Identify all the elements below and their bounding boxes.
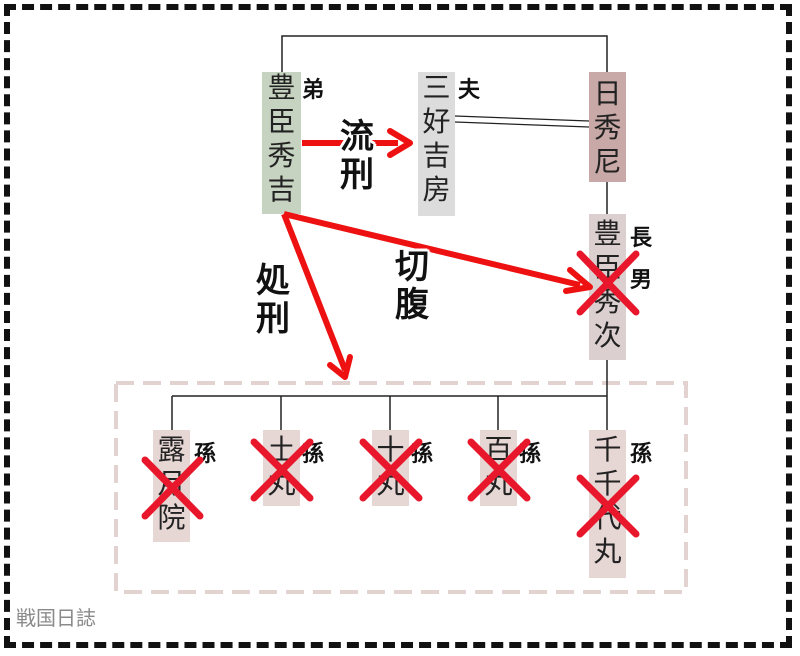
arrow-execution — [281, 212, 353, 380]
cross-mark-icon — [576, 474, 640, 538]
action-label-seppuku: 切 腹 — [395, 248, 429, 324]
cross-mark-icon — [141, 456, 204, 520]
name-char: 吉 — [267, 173, 296, 206]
footer-watermark: 戦国日誌 — [16, 606, 96, 630]
action-label-execution: 処 刑 — [256, 262, 290, 338]
name-char: 豊 — [593, 217, 622, 250]
name-char: 房 — [422, 173, 451, 206]
arrow-exile — [302, 128, 413, 158]
name-char: 院 — [157, 501, 186, 534]
arrow-seppuku — [283, 211, 593, 294]
box-hideyoshi — [262, 72, 301, 214]
name-char: 次 — [593, 319, 622, 352]
page-frame — [4, 4, 792, 648]
name-char: 吉 — [422, 139, 451, 172]
name-char: 秀 — [267, 139, 296, 172]
action-char: 切 — [395, 247, 429, 287]
relation-label-son: 男 — [630, 268, 653, 293]
cross-mark-icon — [576, 250, 640, 316]
name-char: 尼 — [593, 145, 622, 178]
action-label-exile: 流 刑 — [340, 118, 374, 194]
name-char: 三 — [422, 71, 451, 104]
action-char: 流 — [340, 117, 374, 157]
relation-label-eldest: 長 — [630, 226, 653, 251]
sibling-line — [281, 35, 608, 72]
cross-mark-icon — [250, 438, 314, 502]
grandchildren-group — [114, 381, 688, 594]
name-char: 露 — [157, 433, 186, 466]
name-char: 好 — [422, 105, 451, 138]
relation-label-younger-brother: 弟 — [302, 78, 325, 103]
action-char: 処 — [256, 261, 290, 301]
name-char: 豊 — [267, 71, 296, 104]
name-char: 千 — [593, 433, 622, 466]
person-nisshu: 日 秀 尼 — [589, 72, 626, 182]
relation-label-husband: 夫 — [458, 78, 481, 103]
marriage-line-2 — [454, 121, 590, 128]
person-miyoshi: 三 好 吉 房 — [418, 72, 455, 216]
name-char: 臣 — [267, 105, 296, 138]
action-char: 刑 — [340, 155, 374, 195]
cross-mark-icon — [359, 438, 423, 502]
box-miyoshi — [418, 72, 455, 216]
action-char: 刑 — [256, 299, 290, 339]
relation-label-grandchild-5: 孫 — [630, 442, 653, 467]
action-char: 腹 — [395, 285, 429, 325]
box-nisshu — [589, 72, 626, 182]
person-hideyoshi: 豊 臣 秀 吉 — [262, 72, 301, 214]
name-char: 秀 — [593, 111, 622, 144]
person-grandchild-5: 千 千 代 丸 — [589, 430, 626, 578]
marriage-line-1 — [454, 115, 590, 122]
name-char: 丸 — [593, 535, 622, 568]
cross-mark-icon — [467, 438, 531, 502]
name-char: 日 — [593, 77, 622, 110]
